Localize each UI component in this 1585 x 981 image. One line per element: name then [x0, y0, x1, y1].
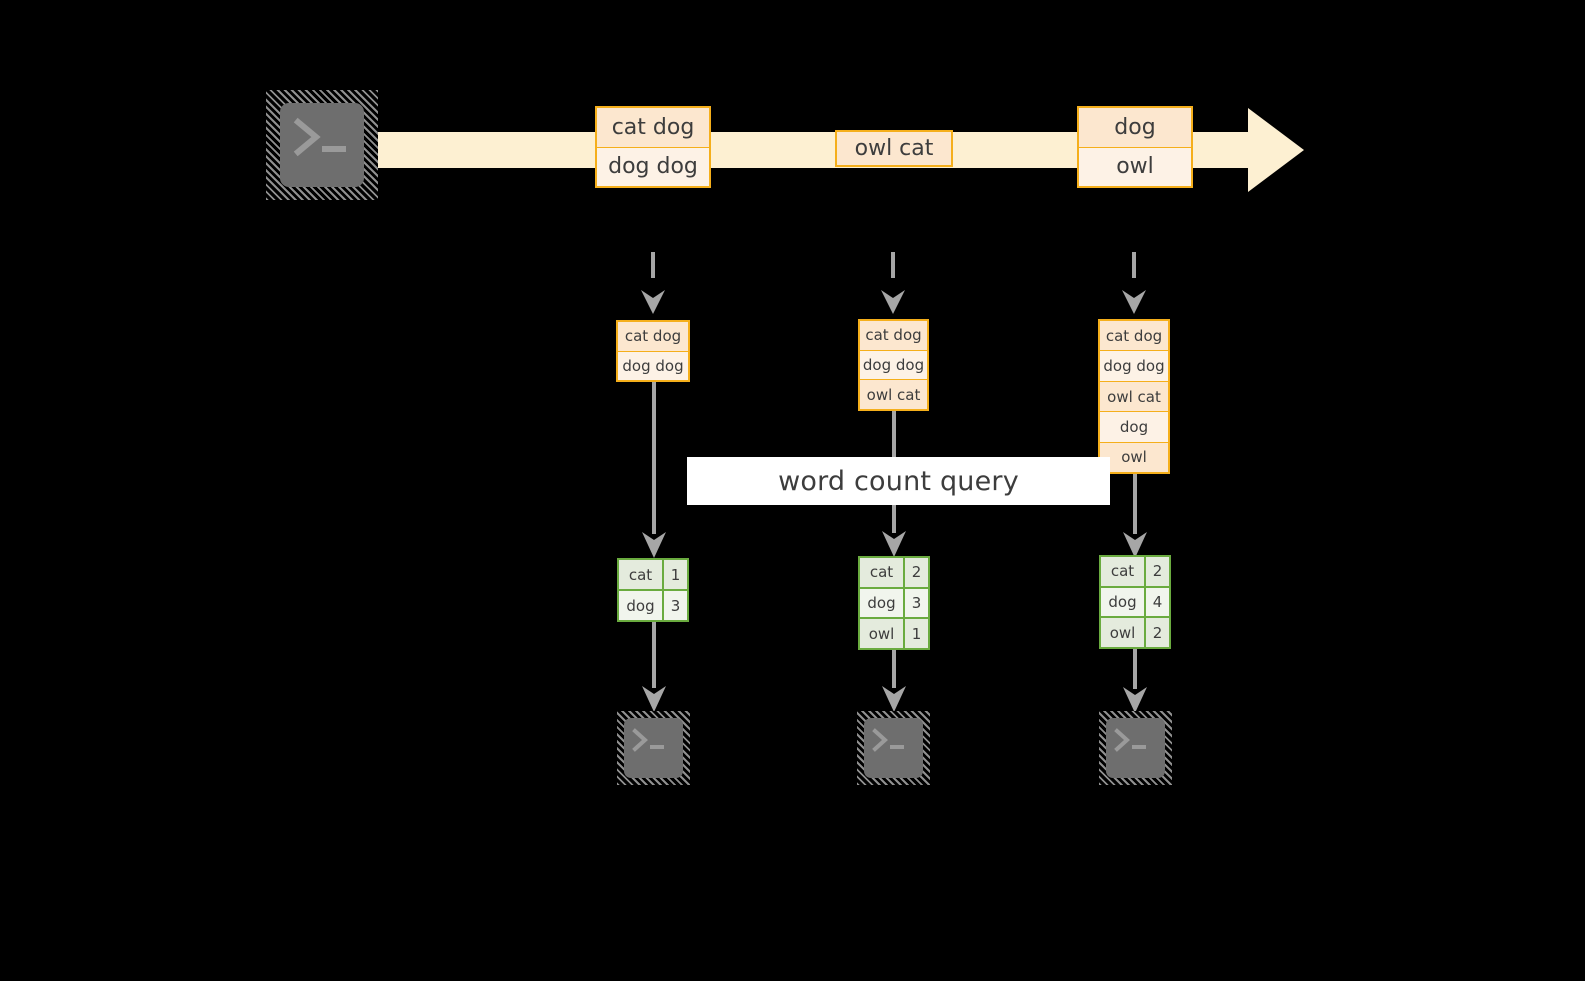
result-count: 2 — [905, 558, 928, 587]
snapshot-3-input-stack: cat dog dog dog owl cat dog owl — [1098, 319, 1170, 474]
snapshot-1-result-table: cat 1 dog 3 — [617, 558, 689, 622]
table-row: cat 2 — [1101, 557, 1169, 586]
table-row: cat 1 — [619, 560, 687, 589]
dashed-connector-3 — [1119, 252, 1149, 320]
snapshot-3-sink-arrow — [1121, 649, 1149, 715]
result-count: 3 — [905, 588, 928, 618]
result-word: cat — [860, 558, 905, 587]
result-word: cat — [1101, 557, 1146, 586]
stream-event-3: dog owl — [1077, 106, 1193, 188]
stream-event-3-line-1: dog — [1079, 108, 1191, 147]
terminal-prompt-glyph — [1114, 728, 1146, 752]
snapshot-2-sink-arrow — [880, 650, 908, 714]
snapshot-1-input-row: dog dog — [618, 350, 688, 380]
snapshot-3-input-row: cat dog — [1100, 321, 1168, 351]
snapshot-2-input-row: cat dog — [860, 321, 927, 350]
result-word: dog — [860, 588, 905, 618]
result-count: 4 — [1146, 587, 1169, 617]
result-word: owl — [1101, 618, 1146, 648]
query-label: word count query — [687, 457, 1110, 505]
snapshot-2-input-stack: cat dog dog dog owl cat — [858, 319, 929, 411]
terminal-screen — [280, 103, 364, 187]
snapshot-2-sink-terminal-icon — [857, 711, 930, 785]
terminal-prompt-glyph — [872, 728, 904, 752]
snapshot-3-result-table: cat 2 dog 4 owl 2 — [1099, 555, 1171, 649]
terminal-prompt-glyph — [632, 728, 664, 752]
stream-event-2-line-1: owl cat — [854, 136, 934, 161]
source-terminal-icon — [266, 90, 378, 200]
dashed-connector-2 — [878, 252, 908, 320]
query-label-text: word count query — [778, 465, 1019, 497]
stream-event-1: cat dog dog dog — [595, 106, 711, 188]
table-row: owl 1 — [860, 617, 928, 649]
dashed-connector-1 — [638, 252, 668, 320]
table-row: dog 3 — [860, 586, 928, 618]
terminal-prompt-glyph — [293, 117, 346, 157]
snapshot-3-input-row: owl — [1100, 441, 1168, 473]
stream-event-3-line-2: owl — [1079, 146, 1191, 186]
result-count: 1 — [664, 560, 687, 589]
snapshot-3-input-row: owl cat — [1100, 380, 1168, 412]
table-row: cat 2 — [860, 558, 928, 587]
snapshot-1-query-arrow — [640, 382, 668, 560]
snapshot-1-sink-arrow — [640, 622, 668, 714]
snapshot-1-input-row: cat dog — [618, 322, 688, 351]
snapshot-1-input-stack: cat dog dog dog — [616, 320, 690, 382]
table-row: dog 3 — [619, 589, 687, 620]
snapshot-1-sink-terminal-icon — [617, 711, 690, 785]
stream-event-1-line-2: dog dog — [597, 146, 709, 186]
result-word: dog — [619, 591, 664, 620]
result-word: dog — [1101, 587, 1146, 617]
result-count: 2 — [1146, 618, 1169, 648]
snapshot-3-input-row: dog — [1100, 411, 1168, 442]
table-row: dog 4 — [1101, 585, 1169, 617]
result-count: 3 — [664, 591, 687, 620]
snapshot-2-result-table: cat 2 dog 3 owl 1 — [858, 556, 930, 650]
result-count: 2 — [1146, 557, 1169, 586]
snapshot-3-input-row: dog dog — [1100, 350, 1168, 381]
snapshot-2-input-row: dog dog — [860, 349, 927, 380]
snapshot-3-query-arrow — [1121, 474, 1149, 560]
stream-event-1-line-1: cat dog — [597, 108, 709, 147]
result-word: owl — [860, 619, 905, 649]
snapshot-2-input-row: owl cat — [860, 379, 927, 410]
stream-event-2: owl cat — [835, 130, 953, 167]
result-word: cat — [619, 560, 664, 589]
result-count: 1 — [905, 619, 928, 649]
table-row: owl 2 — [1101, 616, 1169, 648]
snapshot-3-sink-terminal-icon — [1099, 711, 1172, 785]
